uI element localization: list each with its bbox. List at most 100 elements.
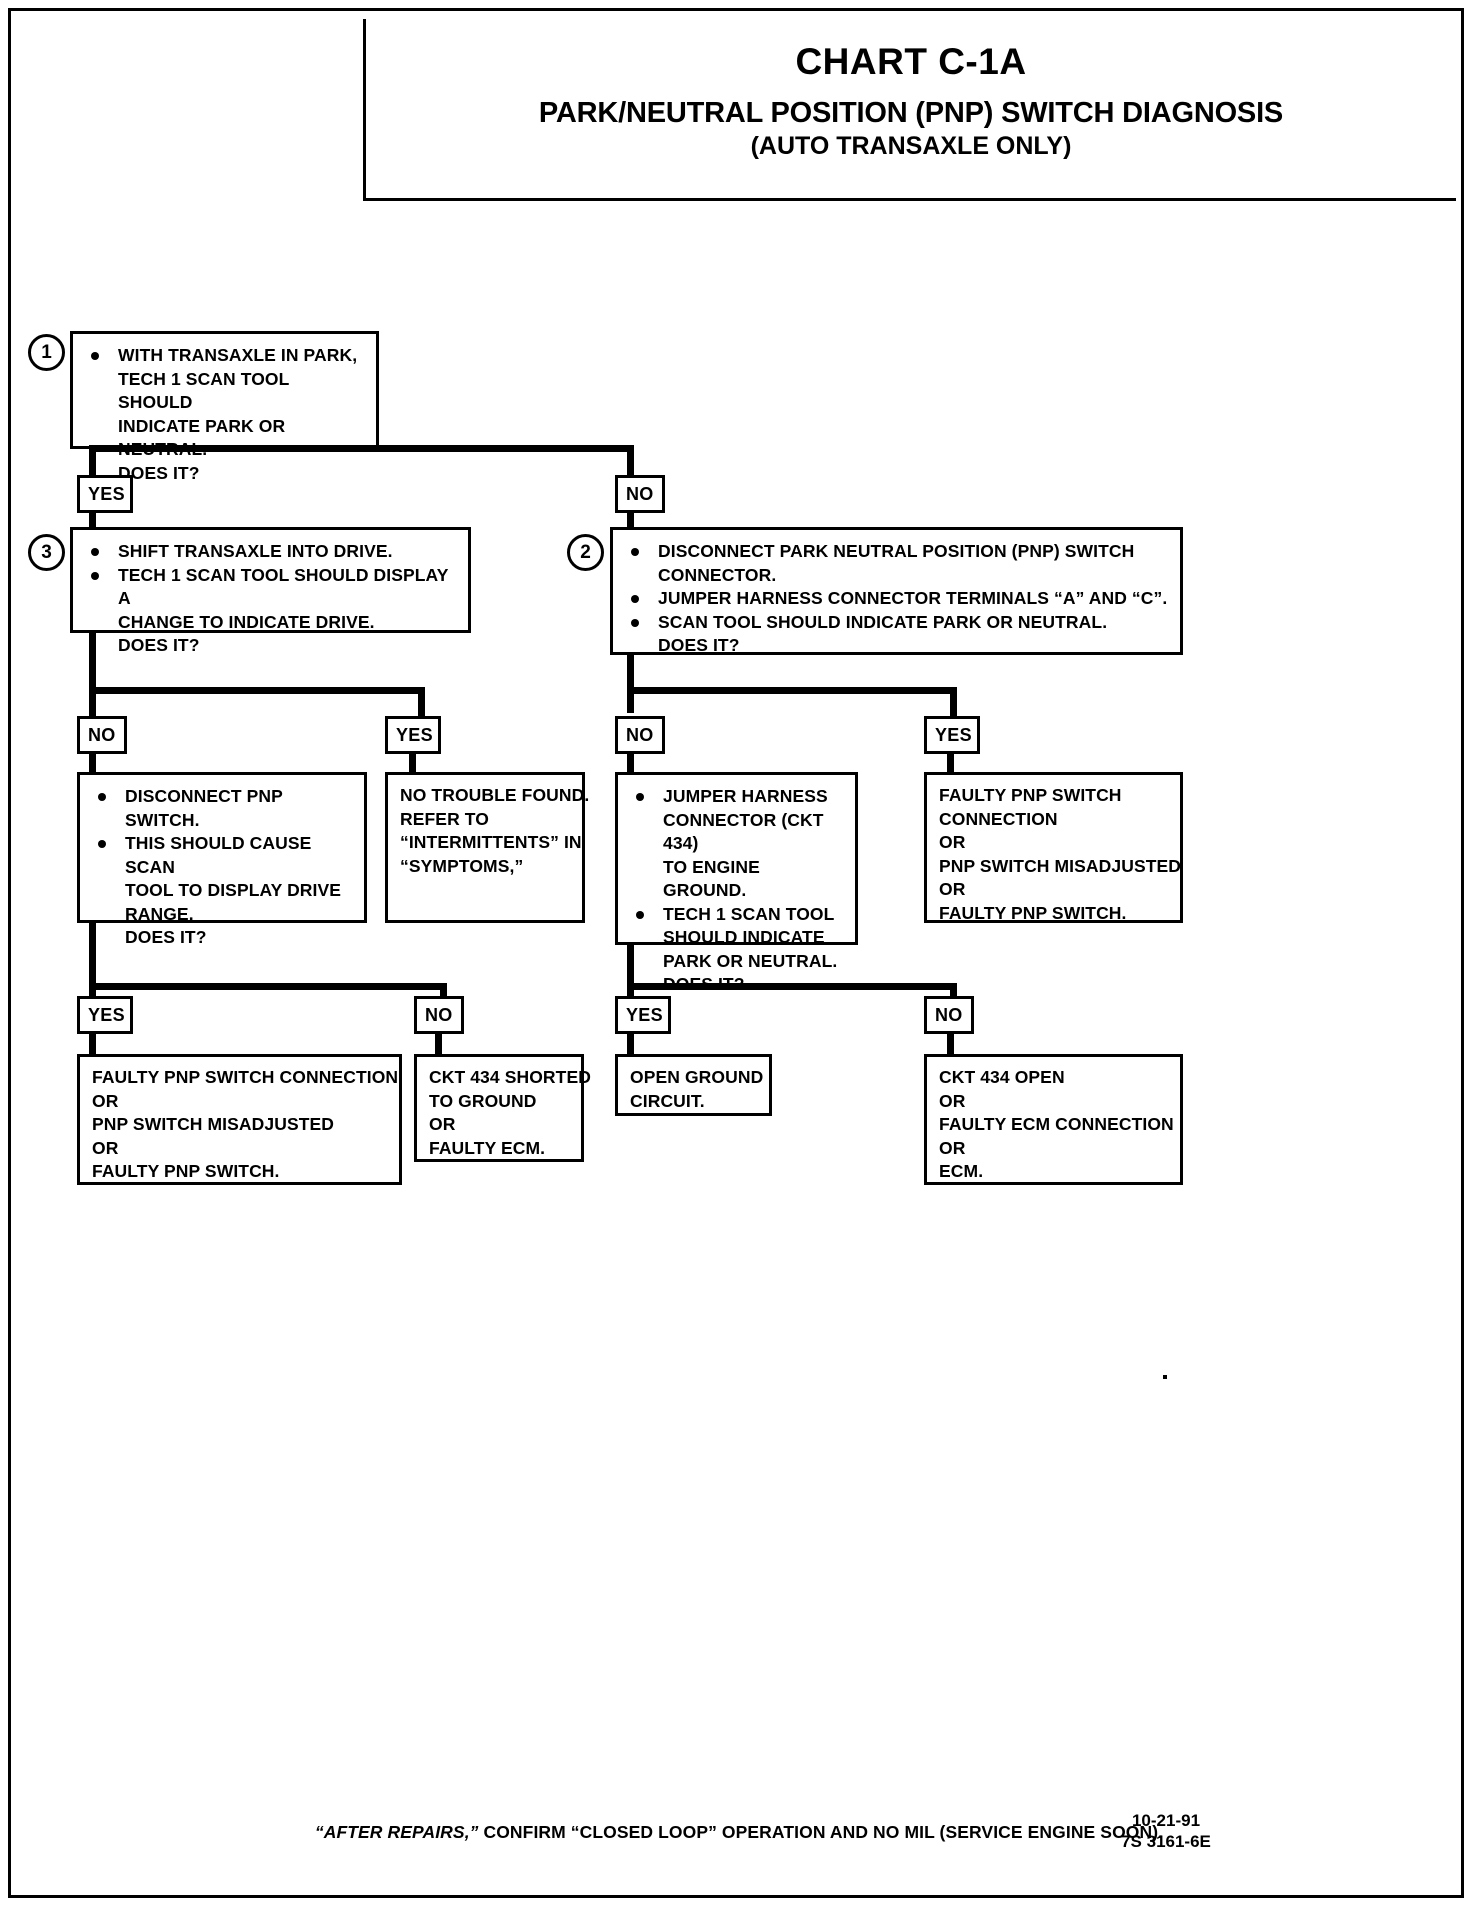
answer-q3-yes-label: YES: [396, 724, 433, 745]
answer-q1-yes[interactable]: YES: [77, 475, 133, 513]
connector-h-5: [627, 983, 957, 990]
disconnect-pnp-line-1: DISCONNECT PNP SWITCH.: [125, 786, 283, 830]
jumper-ground-bullet-1: JUMPER HARNESS: [630, 785, 843, 809]
answer-q2-no[interactable]: NO: [615, 716, 665, 754]
jumper-ground-bullet-2: TECH 1 SCAN TOOL: [630, 903, 843, 927]
answer-q5-yes[interactable]: YES: [615, 996, 671, 1034]
step-3-line-3-row: CHANGE TO INDICATE DRIVE.: [85, 611, 456, 635]
answer-q5-no-label: NO: [935, 1004, 963, 1025]
connector-h-2: [627, 687, 957, 694]
connector-v-yes1: [89, 511, 96, 529]
faulty-pnp-right-line-3: OR: [939, 832, 966, 852]
answer-q2-yes-label: YES: [935, 724, 972, 745]
step-marker-3-label: 3: [41, 541, 52, 563]
jumper-ground-line-3: TO ENGINE GROUND.: [663, 856, 760, 901]
jumper-ground-line-5: SHOULD INDICATE: [663, 927, 825, 947]
ckt-shorted-line-2: TO GROUND: [429, 1090, 537, 1111]
connector-v-5a: [627, 945, 634, 989]
connector-v-3a: [89, 633, 96, 691]
step-3-line-3: CHANGE TO INDICATE DRIVE.: [118, 611, 375, 632]
jumper-ground-line-1: JUMPER HARNESS: [663, 786, 828, 806]
step-marker-1-label: 1: [41, 341, 52, 363]
jumper-ground-line-6-row: PARK OR NEUTRAL.: [630, 950, 843, 974]
step-3-line-4-row: DOES IT?: [85, 634, 456, 658]
connector-h-3: [89, 687, 425, 694]
no-trouble-line-1: NO TROUBLE FOUND.: [400, 785, 590, 805]
answer-q4-yes-label: YES: [88, 1004, 125, 1025]
connector-v-3e: [409, 752, 416, 774]
ckt-open-line-2: OR: [939, 1090, 966, 1111]
ckt-open-box: CKT 434 OPEN OR FAULTY ECM CONNECTION OR…: [924, 1054, 1183, 1185]
step-1-line-3-row: INDICATE PARK OR NEUTRAL.: [85, 415, 364, 462]
step-1-line-2-row: TECH 1 SCAN TOOL SHOULD: [85, 368, 364, 415]
answer-q4-yes[interactable]: YES: [77, 996, 133, 1034]
connector-v-3b: [418, 687, 425, 717]
disconnect-pnp-bullet-1: DISCONNECT PNP SWITCH.: [92, 785, 352, 832]
ckt-shorted-line-3: OR: [429, 1114, 456, 1134]
disconnect-pnp-line-4: RANGE.: [125, 903, 194, 924]
step-3-line-2: TECH 1 SCAN TOOL SHOULD DISPLAY A: [118, 564, 449, 609]
step-1-line-4: DOES IT?: [118, 462, 200, 483]
answer-q1-yes-label: YES: [88, 483, 125, 504]
step-1-box: WITH TRANSAXLE IN PARK, TECH 1 SCAN TOOL…: [70, 331, 379, 483]
step-3-bullet-1: SHIFT TRANSAXLE INTO DRIVE.: [85, 540, 456, 564]
no-trouble-line-4: “SYMPTOMS,”: [400, 855, 524, 876]
answer-q5-no[interactable]: NO: [924, 996, 974, 1034]
answer-q1-no-label: NO: [626, 483, 654, 504]
connector-v-2d: [947, 752, 954, 774]
footer-note-rest: CONFIRM “CLOSED LOOP” OPERATION AND NO M…: [478, 1822, 1164, 1842]
connector-v-no1: [627, 511, 634, 529]
disconnect-pnp-box: DISCONNECT PNP SWITCH. THIS SHOULD CAUSE…: [77, 772, 367, 947]
ckt-open-line-4: OR: [939, 1137, 966, 1158]
ckt-open-line-3: FAULTY ECM CONNECTION: [939, 1114, 1174, 1134]
footer-doc-id: 7S 3161-6E: [1121, 1832, 1211, 1851]
faulty-pnp-left-line-2: OR: [92, 1090, 119, 1111]
connector-v-2a: [627, 655, 634, 713]
connector-v-4a: [89, 923, 96, 988]
chart-header: CHART C-1A PARK/NEUTRAL POSITION (PNP) S…: [363, 19, 1456, 201]
answer-q4-no-label: NO: [425, 1004, 453, 1025]
faulty-pnp-left-line-5: FAULTY PNP SWITCH.: [92, 1161, 280, 1181]
answer-q3-no-label: NO: [88, 724, 116, 745]
disconnect-pnp-line-5-row: DOES IT?: [92, 926, 352, 950]
faulty-pnp-left-line-3: PNP SWITCH MISADJUSTED: [92, 1114, 335, 1134]
no-trouble-line-3: “INTERMITTENTS” IN: [400, 832, 582, 852]
faulty-pnp-right-line-4: PNP SWITCH MISADJUSTED: [939, 855, 1182, 876]
answer-q4-no[interactable]: NO: [414, 996, 464, 1034]
step-2-line-2-row: CONNECTOR.: [625, 564, 1168, 588]
jumper-ground-line-5-row: SHOULD INDICATE: [630, 926, 843, 950]
step-marker-2-label: 2: [580, 541, 591, 563]
disconnect-pnp-line-4-row: RANGE.: [92, 903, 352, 927]
open-ground-line-2: CIRCUIT.: [630, 1090, 705, 1111]
jumper-ground-box: JUMPER HARNESS CONNECTOR (CKT 434) TO EN…: [615, 772, 858, 994]
answer-q2-no-label: NO: [626, 724, 654, 745]
jumper-ground-line-4: TECH 1 SCAN TOOL: [663, 903, 835, 924]
answer-q1-no[interactable]: NO: [615, 475, 665, 513]
step-marker-3: 3: [28, 534, 65, 571]
chart-title: PARK/NEUTRAL POSITION (PNP) SWITCH DIAGN…: [538, 97, 1284, 129]
connector-h-1: [89, 445, 634, 452]
faulty-pnp-left-line-4: OR: [92, 1137, 119, 1158]
step-3-box: SHIFT TRANSAXLE INTO DRIVE. TECH 1 SCAN …: [70, 527, 471, 655]
connector-v-2b: [950, 687, 957, 717]
ckt-shorted-line-1: CKT 434 SHORTED: [429, 1067, 591, 1087]
disconnect-pnp-line-3-row: TOOL TO DISPLAY DRIVE: [92, 879, 352, 903]
step-marker-1: 1: [28, 334, 65, 371]
step-2-box: DISCONNECT PARK NEUTRAL POSITION (PNP) S…: [610, 527, 1183, 655]
step-2-line-1: DISCONNECT PARK NEUTRAL POSITION (PNP) S…: [658, 541, 1135, 561]
answer-q2-yes[interactable]: YES: [924, 716, 980, 754]
jumper-ground-line-6: PARK OR NEUTRAL.: [663, 950, 838, 971]
step-2-bullet-2: JUMPER HARNESS CONNECTOR TERMINALS “A” A…: [625, 587, 1168, 611]
step-2-line-4: SCAN TOOL SHOULD INDICATE PARK OR NEUTRA…: [658, 611, 1108, 632]
answer-q3-no[interactable]: NO: [77, 716, 127, 754]
disconnect-pnp-line-2: THIS SHOULD CAUSE SCAN: [125, 833, 312, 877]
jumper-ground-line-2-row: CONNECTOR (CKT 434): [630, 809, 843, 856]
step-3-line-1: SHIFT TRANSAXLE INTO DRIVE.: [118, 541, 393, 561]
disconnect-pnp-bullet-2: THIS SHOULD CAUSE SCAN: [92, 832, 352, 879]
faulty-pnp-left-box: FAULTY PNP SWITCH CONNECTION OR PNP SWIT…: [77, 1054, 402, 1185]
connector-v-3d: [89, 752, 96, 774]
disconnect-pnp-line-5: DOES IT?: [125, 927, 207, 947]
answer-q5-yes-label: YES: [626, 1004, 663, 1025]
answer-q3-yes[interactable]: YES: [385, 716, 441, 754]
step-2-line-2: CONNECTOR.: [658, 564, 777, 585]
